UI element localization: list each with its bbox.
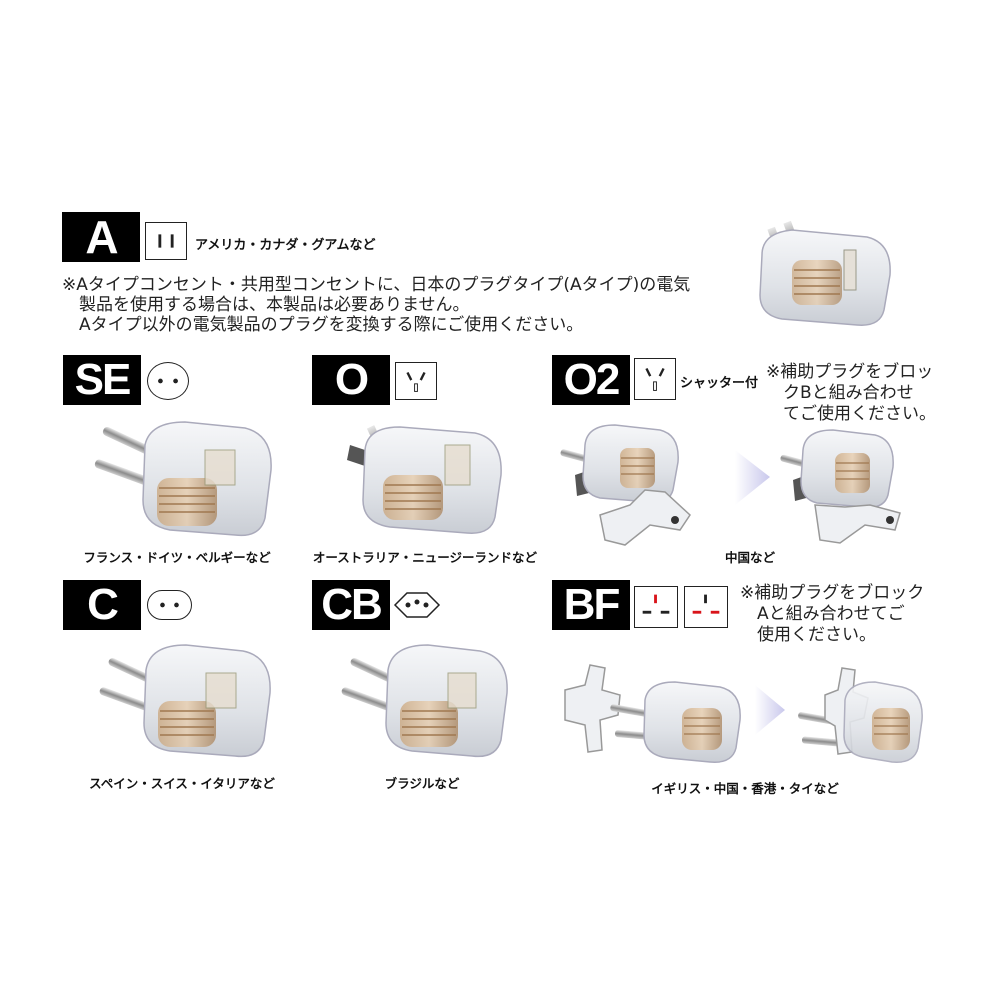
type-c-label: C	[63, 580, 141, 630]
type-se-label: SE	[63, 355, 141, 405]
type-bf-label: BF	[552, 580, 630, 630]
type-a-label: A	[62, 211, 140, 263]
type-a-note-line-3: Aタイプ以外の電気製品のプラグを変換する際にご使用ください。	[79, 315, 584, 335]
type-o-caption: オーストラリア・ニュージーランドなど	[312, 550, 538, 565]
type-o2-label: O2	[552, 355, 630, 405]
type-bf-note-line-2: Aと組み合わせてご	[757, 604, 905, 624]
type-bf-caption: イギリス・中国・香港・タイなど	[651, 781, 839, 796]
type-se-caption: フランス・ドイツ・ベルギーなど	[83, 550, 271, 565]
type-o2-caption: 中国など	[724, 550, 776, 565]
type-bf-arrow-icon	[755, 685, 785, 735]
type-o2-socket-icon	[634, 358, 676, 400]
type-o2-arrow-icon	[735, 450, 770, 505]
type-a-socket-icon	[145, 222, 187, 260]
type-c-adapter-photo	[99, 644, 271, 758]
type-o2-note: ※補助プラグをブロッ クBと組み合わせ てご使用ください。	[766, 362, 936, 425]
type-o2-note-line-3: てご使用ください。	[783, 404, 936, 424]
type-o2-adapter-photo-separate	[560, 424, 691, 546]
type-bf-socket-icon-2	[684, 586, 728, 628]
type-bf-note: ※補助プラグをブロック Aと組み合わせてご 使用ください。	[740, 583, 924, 646]
type-bf-note-line-1: ※補助プラグをブロック	[740, 583, 925, 603]
type-se-adapter-photo	[94, 421, 272, 537]
type-c-socket-icon	[147, 590, 192, 620]
type-o-adapter-photo	[347, 425, 502, 534]
type-a-note: ※Aタイプコンセント・共用型コンセントに、日本のプラグタイプ(Aタイプ)の電気 …	[62, 275, 690, 335]
type-o2-note-line-1: ※補助プラグをブロッ	[766, 362, 934, 382]
type-o2-shutter-label: シャッター付	[680, 376, 759, 391]
type-a-adapter-photo	[759, 220, 891, 326]
type-bf-note-line-3: 使用ください。	[757, 625, 876, 645]
type-a-countries: アメリカ・カナダ・グアムなど	[195, 238, 376, 253]
type-bf-socket-icon-1	[634, 586, 678, 628]
type-cb-label: CB	[312, 580, 390, 630]
type-o2-adapter-photo-combined	[780, 429, 901, 544]
type-c-caption: スペイン・スイス・イタリアなど	[89, 776, 275, 791]
type-a-note-line-1: ※Aタイプコンセント・共用型コンセントに、日本のプラグタイプ(Aタイプ)の電気	[62, 275, 691, 295]
type-a-note-line-2: 製品を使用する場合は、本製品は必要ありません。	[79, 295, 470, 315]
type-cb-caption: ブラジルなど	[384, 776, 460, 791]
type-cb-socket-icon	[393, 590, 441, 620]
type-bf-adapter-photo-separate	[564, 664, 741, 763]
type-o2-note-line-2: クBと組み合わせ	[783, 383, 914, 403]
type-cb-adapter-photo	[341, 644, 508, 758]
type-bf-adapter-photo-combined	[798, 667, 923, 763]
type-o-label: O	[312, 355, 390, 405]
type-se-socket-icon	[147, 362, 189, 400]
type-o-socket-icon	[395, 362, 437, 400]
